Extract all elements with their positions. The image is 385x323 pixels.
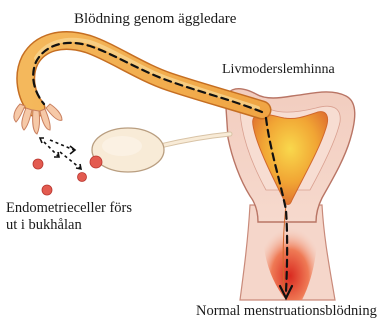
label-cells-line1: Endometrieceller förs (6, 200, 132, 216)
endometrial-cells (33, 156, 102, 195)
label-normal-menstruation: Normal menstruationsblödning (196, 303, 377, 320)
label-endometrium: Livmoderslemhinna (222, 62, 335, 78)
label-cells-line2: ut i bukhålan (6, 217, 82, 233)
label-endometrial-cells: Endometrieceller förs ut i bukhålan (6, 200, 132, 233)
ovary (92, 128, 164, 172)
label-tube-bleeding: Blödning genom äggledare (74, 11, 236, 28)
spread-arrows (44, 140, 80, 168)
